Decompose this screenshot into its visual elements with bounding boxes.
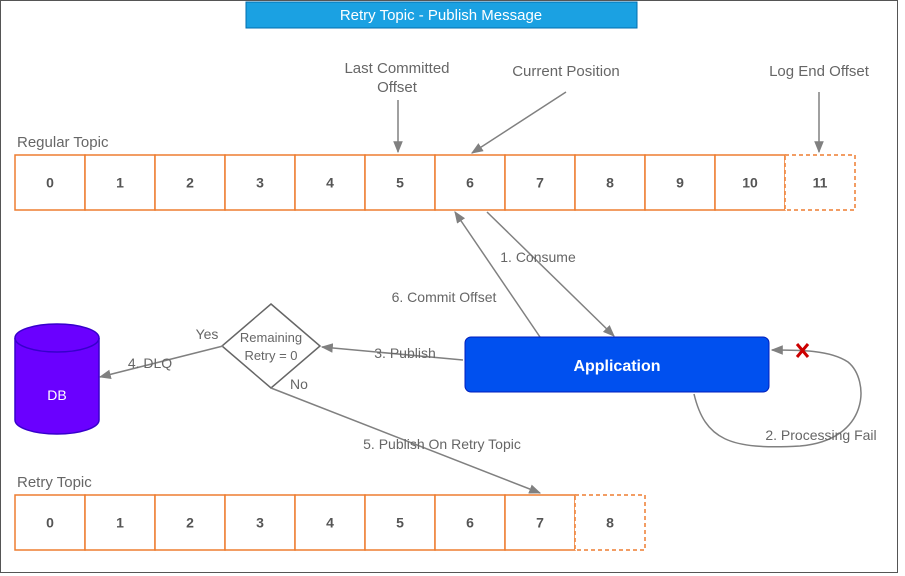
commit-offset-arrow bbox=[454, 211, 541, 338]
regular-topic-cell: 10 bbox=[714, 154, 786, 211]
retry-topic-cell-offset: 6 bbox=[466, 515, 474, 531]
retry-topic-cell-box bbox=[364, 494, 436, 551]
publish-retry-arrow bbox=[270, 387, 542, 494]
regular-topic-cell-offset: 4 bbox=[326, 175, 334, 191]
regular-topic-cell-box bbox=[644, 154, 716, 211]
db-cylinder bbox=[14, 323, 100, 435]
regular-topic-cell: 4 bbox=[294, 154, 366, 211]
regular-topic-cell: 1 bbox=[84, 154, 156, 211]
regular-topic-cell-box bbox=[504, 154, 576, 211]
regular-topic-partition: 0 1 2 3 4 5 6 7 8 9 10 11 bbox=[14, 154, 856, 211]
db-label: DB bbox=[47, 387, 66, 403]
x-mark-icon bbox=[795, 343, 810, 358]
retry-topic-cell-offset: 7 bbox=[536, 515, 544, 531]
diagram-title: Retry Topic - Publish Message bbox=[340, 7, 542, 24]
retry-topic-cell: 2 bbox=[154, 494, 226, 551]
regular-topic-cell: 8 bbox=[574, 154, 646, 211]
regular-topic-cell-offset: 3 bbox=[256, 175, 264, 191]
commit-offset-label: 6. Commit Offset bbox=[392, 289, 497, 305]
regular-topic-cell-offset: 10 bbox=[742, 175, 758, 191]
log-end-offset-label: Log End Offset bbox=[769, 63, 870, 80]
retry-topic-cell: 1 bbox=[84, 494, 156, 551]
yes-label: Yes bbox=[196, 326, 219, 342]
retry-topic-cell: 7 bbox=[504, 494, 576, 551]
retry-topic-cell-box bbox=[434, 494, 506, 551]
regular-topic-cell-box bbox=[364, 154, 436, 211]
regular-topic-cell-box bbox=[434, 154, 506, 211]
regular-topic-cell: 7 bbox=[504, 154, 576, 211]
retry-topic-cell-box bbox=[294, 494, 366, 551]
regular-topic-cell: 6 bbox=[434, 154, 506, 211]
retry-topic-cell-box bbox=[224, 494, 296, 551]
consume-label: 1. Consume bbox=[500, 249, 576, 265]
retry-topic-cell: 0 bbox=[14, 494, 86, 551]
retry-topic-label: Retry Topic bbox=[17, 474, 92, 491]
regular-topic-cell-offset: 5 bbox=[396, 175, 404, 191]
no-label: No bbox=[290, 376, 308, 392]
current-position-arrow bbox=[470, 91, 567, 154]
application-label: Application bbox=[573, 358, 660, 375]
last-committed-label-line2: Offset bbox=[377, 79, 418, 96]
regular-topic-cell-box bbox=[714, 154, 786, 211]
regular-topic-cell-offset: 11 bbox=[813, 175, 828, 191]
retry-topic-cell: 6 bbox=[434, 494, 506, 551]
retry-topic-cell-box bbox=[84, 494, 156, 551]
dlq-arrow bbox=[98, 345, 224, 380]
decision-line2: Retry = 0 bbox=[244, 348, 297, 363]
regular-topic-cell-offset: 9 bbox=[676, 175, 684, 191]
processing-fail-loop bbox=[693, 345, 862, 448]
regular-topic-label: Regular Topic bbox=[17, 134, 109, 151]
regular-topic-cell: 9 bbox=[644, 154, 716, 211]
retry-topic-cell: 3 bbox=[224, 494, 296, 551]
regular-topic-cell-box bbox=[224, 154, 296, 211]
consume-arrow bbox=[486, 211, 615, 337]
retry-topic-cell-offset: 5 bbox=[396, 515, 404, 531]
regular-topic-cell-box bbox=[574, 154, 646, 211]
regular-topic-cell: 3 bbox=[224, 154, 296, 211]
retry-topic-cell-offset: 2 bbox=[186, 515, 194, 531]
retry-topic-cell-offset: 3 bbox=[256, 515, 264, 531]
retry-topic-cell-offset: 8 bbox=[606, 515, 614, 531]
regular-topic-cell-offset: 8 bbox=[606, 175, 614, 191]
regular-topic-cell-offset: 0 bbox=[46, 175, 54, 191]
application-box bbox=[464, 336, 770, 393]
retry-topic-cell-offset: 4 bbox=[326, 515, 334, 531]
retry-topic-cell-offset: 1 bbox=[116, 515, 124, 531]
regular-topic-cell-offset: 1 bbox=[116, 175, 124, 191]
current-position-label: Current Position bbox=[512, 63, 620, 80]
regular-topic-cell-box bbox=[784, 154, 856, 211]
publish-retry-label: 5. Publish On Retry Topic bbox=[363, 436, 521, 452]
last-committed-label-line1: Last Committed bbox=[344, 60, 449, 77]
retry-topic-cell-box bbox=[504, 494, 576, 551]
regular-topic-cell-box bbox=[294, 154, 366, 211]
retry-topic-cell-box bbox=[574, 494, 646, 551]
publish-arrow bbox=[320, 343, 464, 361]
title-bar bbox=[245, 1, 638, 29]
retry-topic-cell: 5 bbox=[364, 494, 436, 551]
regular-topic-pending-cell: 11 bbox=[784, 154, 856, 211]
retry-topic-partition: 0 1 2 3 4 5 6 7 8 bbox=[14, 494, 646, 551]
regular-topic-cell-offset: 6 bbox=[466, 175, 474, 191]
regular-topic-cell: 2 bbox=[154, 154, 226, 211]
retry-topic-pending-cell: 8 bbox=[574, 494, 646, 551]
regular-topic-cell: 0 bbox=[14, 154, 86, 211]
decision-line1: Remaining bbox=[240, 330, 302, 345]
retry-topic-cell: 4 bbox=[294, 494, 366, 551]
publish-label: 3. Publish bbox=[374, 345, 435, 361]
regular-topic-cell-offset: 7 bbox=[536, 175, 544, 191]
regular-topic-cell: 5 bbox=[364, 154, 436, 211]
regular-topic-cell-offset: 2 bbox=[186, 175, 194, 191]
regular-topic-cell-box bbox=[154, 154, 226, 211]
dlq-label: 4. DLQ bbox=[128, 355, 172, 371]
processing-fail-label: 2. Processing Fail bbox=[765, 427, 876, 443]
retry-topic-cell-offset: 0 bbox=[46, 515, 54, 531]
regular-topic-cell-box bbox=[14, 154, 86, 211]
